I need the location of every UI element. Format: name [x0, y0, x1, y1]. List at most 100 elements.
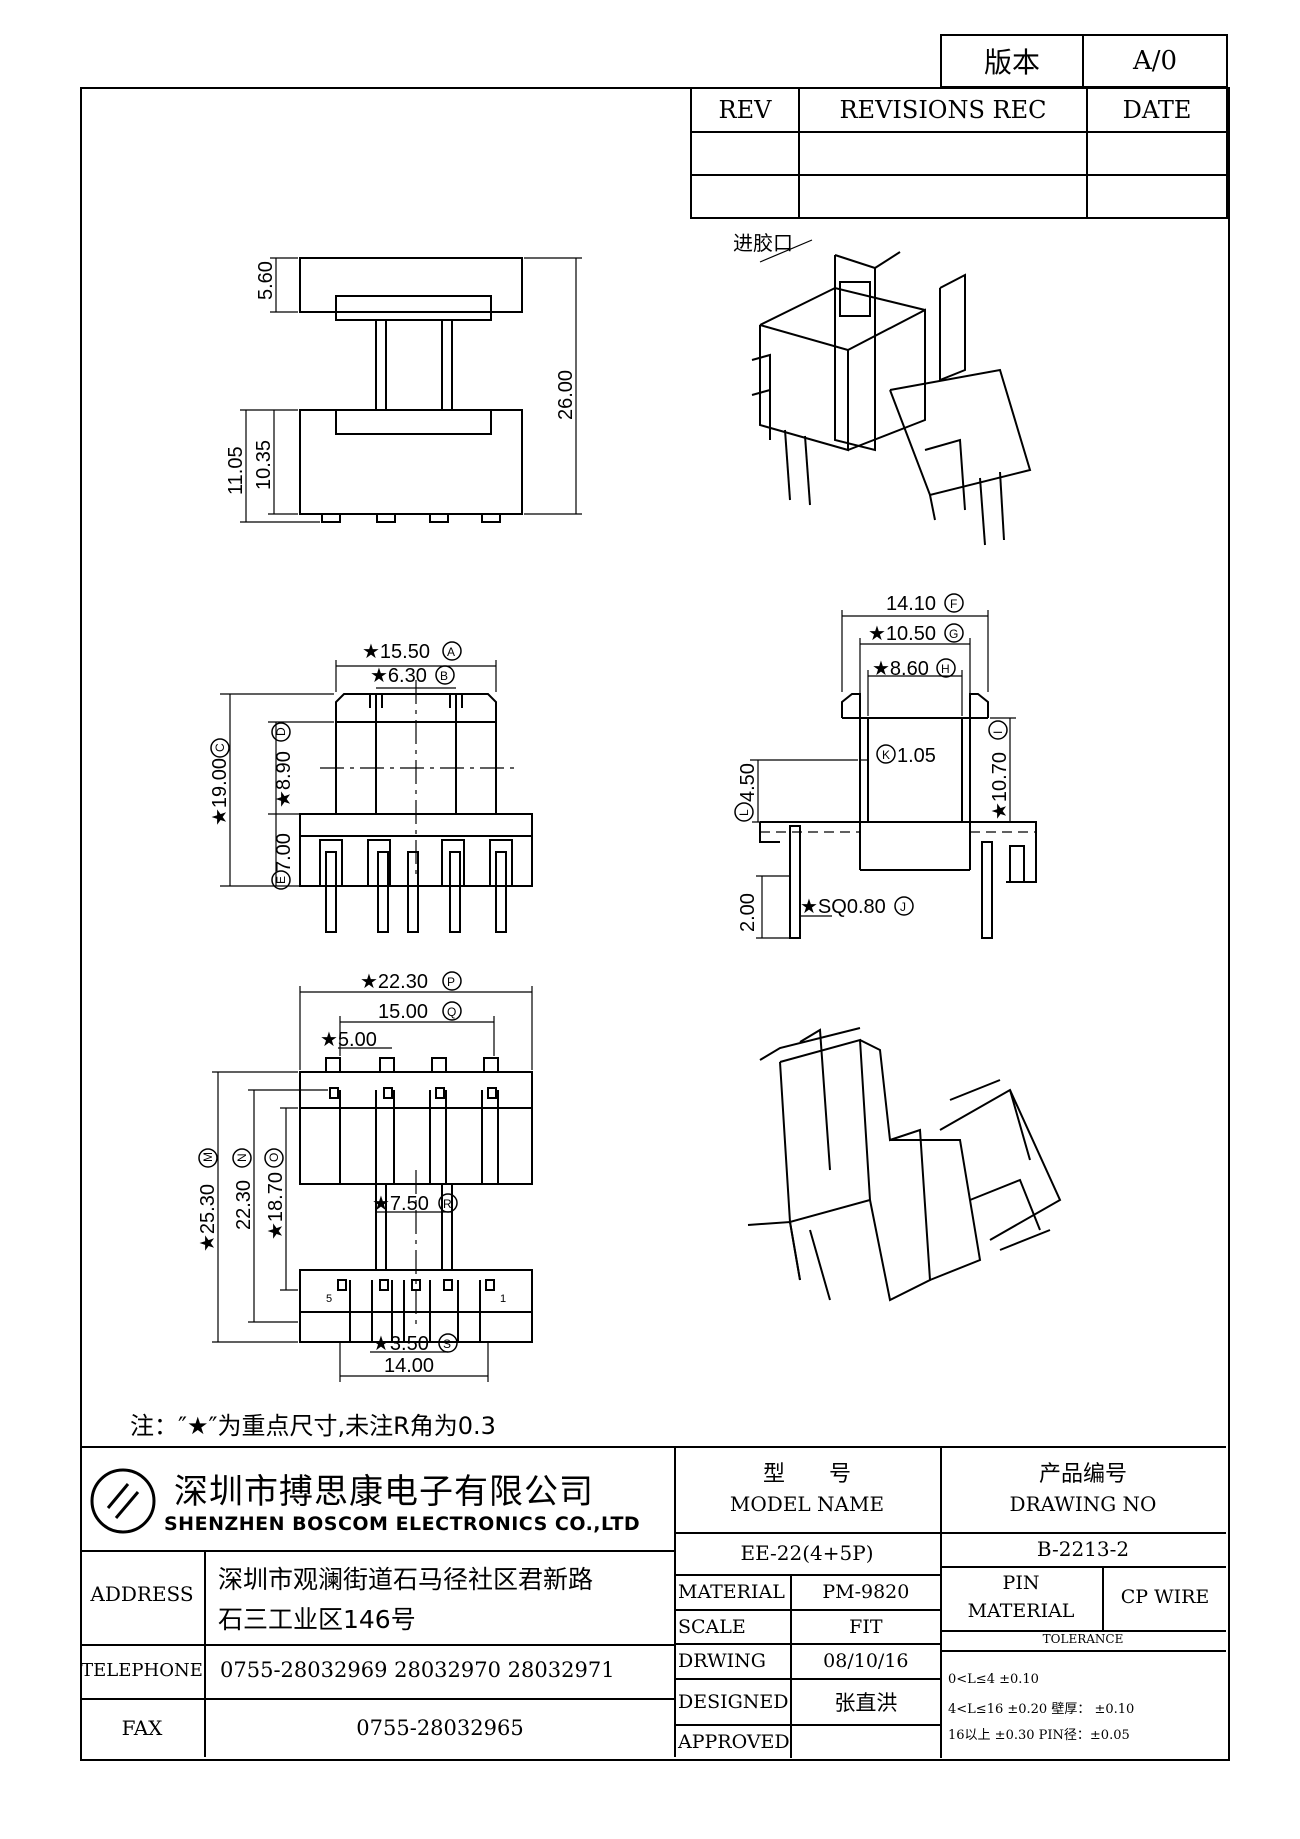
address-line-1: 深圳市观澜街道石马径社区君新路	[218, 1565, 594, 1594]
top-view: 5.60 26.00 11.05 10.35	[225, 257, 582, 523]
fax-value: 0755-28032965	[356, 1716, 524, 1740]
revisions-column: REVISIONS REC	[798, 87, 1088, 133]
tag-c: C	[213, 743, 227, 752]
tag-s: S	[443, 1337, 451, 1351]
dim-f: 14.10	[886, 593, 936, 615]
dim-top-26-00: 26.00	[555, 370, 577, 420]
drwing-value: 08/10/16	[789, 1643, 943, 1680]
fax-label: FAX	[121, 1716, 163, 1740]
dim-pin-length: 2.00	[737, 893, 759, 932]
note-text: 注：″★″为重点尺寸,未注R角为0.3	[130, 1412, 496, 1440]
dim-pitch: ★5.00	[320, 1029, 377, 1051]
revision-table: REV REVISIONS REC DATE	[690, 87, 1228, 219]
tag-r: R	[443, 1197, 452, 1211]
material-value: PM-9820	[789, 1574, 943, 1611]
dim-m: ★25.30	[197, 1184, 219, 1252]
dim-i: ★10.70	[989, 752, 1011, 820]
tag-j: J	[900, 900, 906, 914]
telephone-value: 0755-28032969 28032970 28032971	[220, 1658, 615, 1682]
tag-n: N	[235, 1153, 249, 1162]
version-label: 版本	[940, 34, 1084, 88]
tolerance-label: TOLERANCE	[1042, 1632, 1124, 1646]
company-name-en: SHENZHEN BOSCOM ELECTRONICS CO.,LTD	[164, 1513, 641, 1535]
dim-c: ★19.00	[209, 758, 231, 826]
dim-s: ★3.50	[372, 1333, 429, 1355]
tag-m: M	[201, 1152, 215, 1162]
dim-h: ★8.60	[872, 658, 929, 680]
model-value: EE-22(4+5P)	[674, 1532, 942, 1576]
pin-material-cell: PIN MATERIAL CP WIRE	[940, 1566, 1226, 1632]
drawing-label-cn: 产品编号	[1038, 1462, 1127, 1487]
dim-a: ★15.50	[362, 641, 430, 663]
tag-l: L	[737, 809, 751, 816]
model-label-en: MODEL NAME	[729, 1492, 885, 1516]
scale-label: SCALE	[674, 1608, 792, 1646]
rev-column: REV	[690, 87, 800, 133]
drawing-no-cell: 产品编号 DRAWING NO	[940, 1446, 1226, 1534]
tag-f: F	[950, 597, 957, 611]
dim-j: ★SQ0.80	[800, 896, 886, 918]
version-box: 版本 A/0	[940, 34, 1228, 88]
tag-q: Q	[447, 1005, 456, 1019]
tolerance-2: 4<L≤16 ±0.20 壁厚： ±0.10	[948, 1702, 1135, 1717]
tag-h: H	[941, 662, 950, 676]
pin-material-label-1: PIN	[1002, 1572, 1040, 1594]
contact-area: ADDRESS 深圳市观澜街道石马径社区君新路 石三工业区146号 TELEPH…	[80, 1550, 676, 1757]
tag-p: P	[447, 975, 455, 989]
model-label-cn: 型 号	[762, 1462, 851, 1487]
title-block	[80, 1446, 1226, 1759]
tolerance-1: 0<L≤4 ±0.10	[948, 1672, 1039, 1687]
dim-e: 7.00	[273, 833, 295, 872]
rev-cell	[690, 131, 800, 176]
company-header: 深圳市搏思康电子有限公司 SHENZHEN BOSCOM ELECTRONICS…	[80, 1446, 676, 1552]
dim-d: ★8.90	[273, 751, 295, 808]
tolerance-divider	[940, 1650, 1226, 1652]
company-logo	[90, 1468, 156, 1534]
designed-value: 张直洪	[789, 1677, 943, 1726]
designed-label: DESIGNED	[674, 1677, 792, 1726]
tag-a: A	[447, 645, 455, 659]
tag-i: I	[991, 731, 1005, 734]
dim-k: 1.05	[897, 745, 936, 767]
dim-g: ★10.50	[868, 623, 936, 645]
dim-o: ★18.70	[265, 1172, 287, 1240]
rev-cell	[1086, 131, 1228, 176]
tag-o: O	[267, 1153, 281, 1162]
version-value: A/0	[1082, 34, 1228, 88]
address-line-2: 石三工业区146号	[218, 1605, 416, 1634]
dim-top-11-05: 11.05	[225, 446, 247, 495]
dim-top-10-35: 10.35	[253, 440, 275, 490]
material-label: MATERIAL	[674, 1574, 792, 1611]
tag-e: E	[274, 876, 288, 884]
drawing-label-en: DRAWING NO	[1009, 1492, 1157, 1516]
front-view: ★15.50 A ★6.30 B ★19.00 C ★8.90 D 7.00 E	[209, 641, 533, 933]
company-name-cn: 深圳市搏思康电子有限公司	[174, 1472, 594, 1512]
rev-cell	[690, 174, 800, 219]
tolerance-3: 16以上 ±0.30 PIN径：±0.05	[948, 1728, 1130, 1743]
dim-n: 22.30	[233, 1180, 255, 1230]
rev-cell	[798, 174, 1088, 219]
tag-b: B	[440, 669, 448, 683]
address-label: ADDRESS	[90, 1582, 194, 1606]
tag-k: K	[882, 748, 890, 762]
side-view: 14.10 F ★10.50 G ★8.60 H ★10.70 I K 1.05…	[734, 593, 1037, 939]
dim-top-5-60: 5.60	[255, 261, 277, 300]
rev-cell	[1086, 174, 1228, 219]
tag-g: G	[949, 627, 958, 641]
dim-b: ★6.30	[370, 665, 427, 687]
iso-view-lower	[747, 1027, 1062, 1302]
technical-drawing: 5.60 26.00 11.05 10.35 进胶口	[197, 232, 1062, 1382]
gate-label: 进胶口	[733, 232, 793, 255]
model-name-cell: 型 号 MODEL NAME	[674, 1446, 942, 1534]
pin-material-value: CP WIRE	[1120, 1586, 1210, 1608]
bottom-view: ★22.30 P 15.00 Q ★5.00 ★25.30 M 22.30 N …	[197, 971, 533, 1382]
date-column: DATE	[1086, 87, 1228, 133]
pin-5-label: 5	[326, 1293, 332, 1305]
pin-material-label-2: MATERIAL	[967, 1600, 1075, 1622]
scale-value: FIT	[789, 1608, 943, 1646]
drwing-label: DRWING	[674, 1643, 792, 1680]
dim-p: ★22.30	[360, 971, 428, 993]
iso-view-upper: 进胶口	[733, 232, 1032, 546]
approved-label: APPROVED	[674, 1723, 792, 1758]
dim-t: 14.00	[384, 1355, 434, 1377]
